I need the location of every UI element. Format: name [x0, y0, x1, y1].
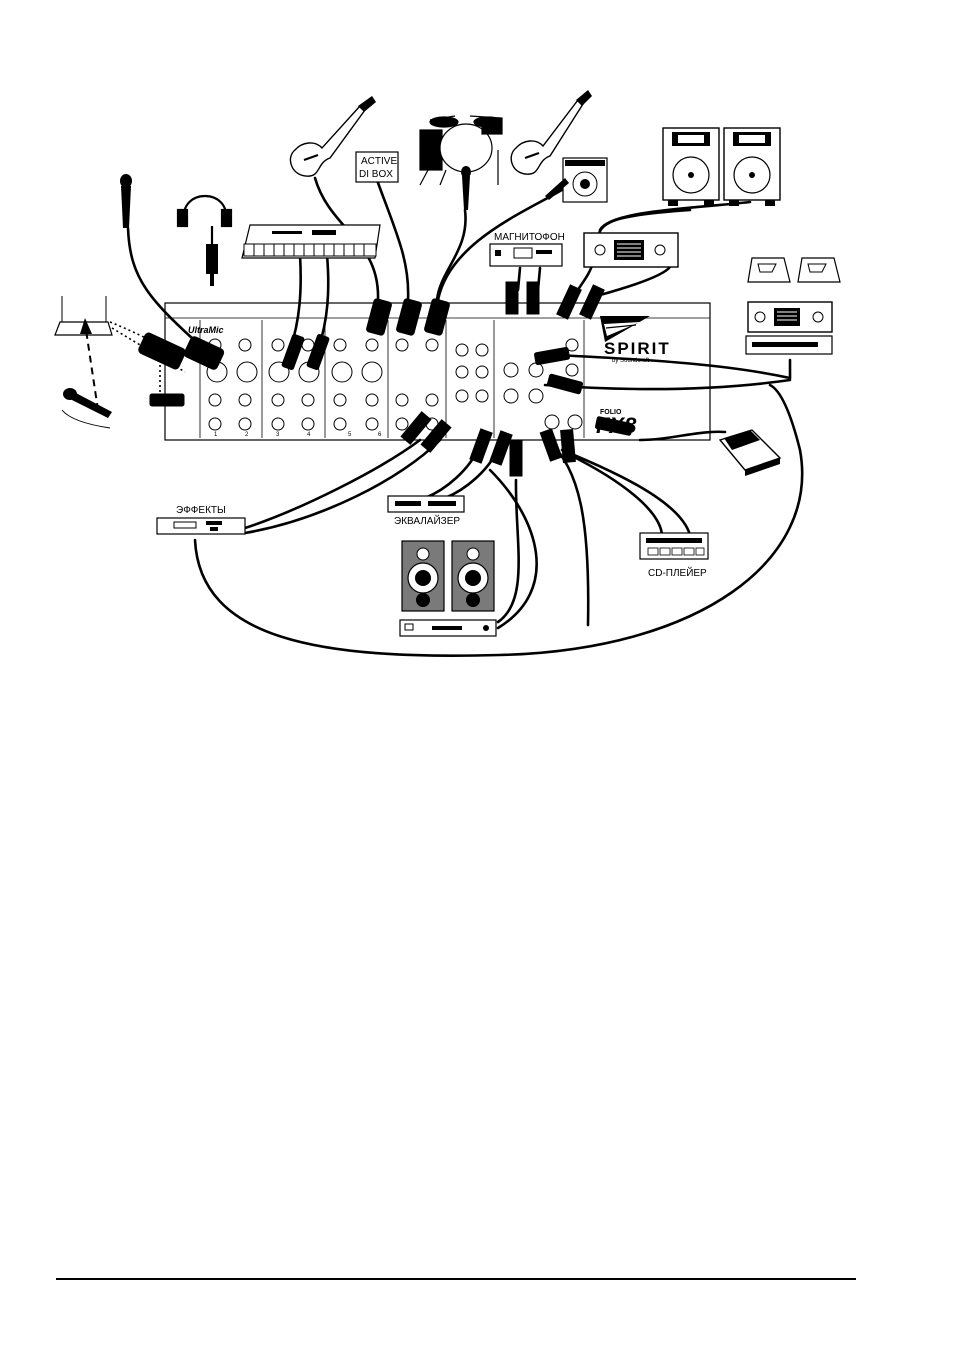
headphones-icon [178, 196, 231, 286]
effects-unit-icon: ЭФФЕКТЫ [157, 505, 245, 534]
graphic-eq-icon: ЭКВАЛАЙЗЕР [388, 496, 464, 527]
microphone-icon [461, 166, 471, 210]
drum-kit-icon [420, 116, 502, 185]
pa-speaker-icon [663, 128, 719, 206]
footswitch-icon [720, 430, 780, 476]
effects-label: ЭФФЕКТЫ [176, 505, 226, 516]
stage-monitor-icon [748, 258, 840, 282]
power-amplifier-icon [584, 233, 678, 267]
active-di-box-label-line1: ACTIVE [361, 156, 397, 167]
microphone-icon [62, 388, 112, 428]
microphone-icon [120, 174, 132, 228]
pa-speaker-icon [724, 128, 780, 206]
power-amplifier-icon [400, 620, 496, 636]
equalizer-label: ЭКВАЛАЙЗЕР [394, 514, 460, 527]
studio-monitor-icon [452, 541, 494, 611]
studio-monitor-icon [402, 541, 444, 611]
tape-recorder-label: МАГНИТОФОН [494, 232, 565, 243]
mixer-brand: SPIRIT [604, 339, 671, 358]
guitar-amp-icon [563, 158, 607, 202]
cd-player-icon: CD-ПЛЕЙЕР [640, 533, 708, 579]
connection-diagram: 1 2 3 4 5 6 UltraMic SPIRIT by Soundcraf… [0, 0, 954, 700]
active-di-box: ACTIVE DI BOX [356, 152, 398, 182]
wireless-signal [86, 330, 98, 410]
power-amplifier-icon [748, 302, 832, 332]
active-di-box-label-line2: DI BOX [359, 169, 393, 180]
page-footer-rule [56, 1278, 856, 1280]
tape-recorder-icon: МАГНИТОФОН [490, 232, 565, 266]
ultramic-logo: UltraMic [188, 325, 224, 335]
keyboard-icon [242, 225, 380, 258]
graphic-eq-icon [746, 336, 832, 354]
cd-player-label: CD-ПЛЕЙЕР [648, 566, 707, 579]
